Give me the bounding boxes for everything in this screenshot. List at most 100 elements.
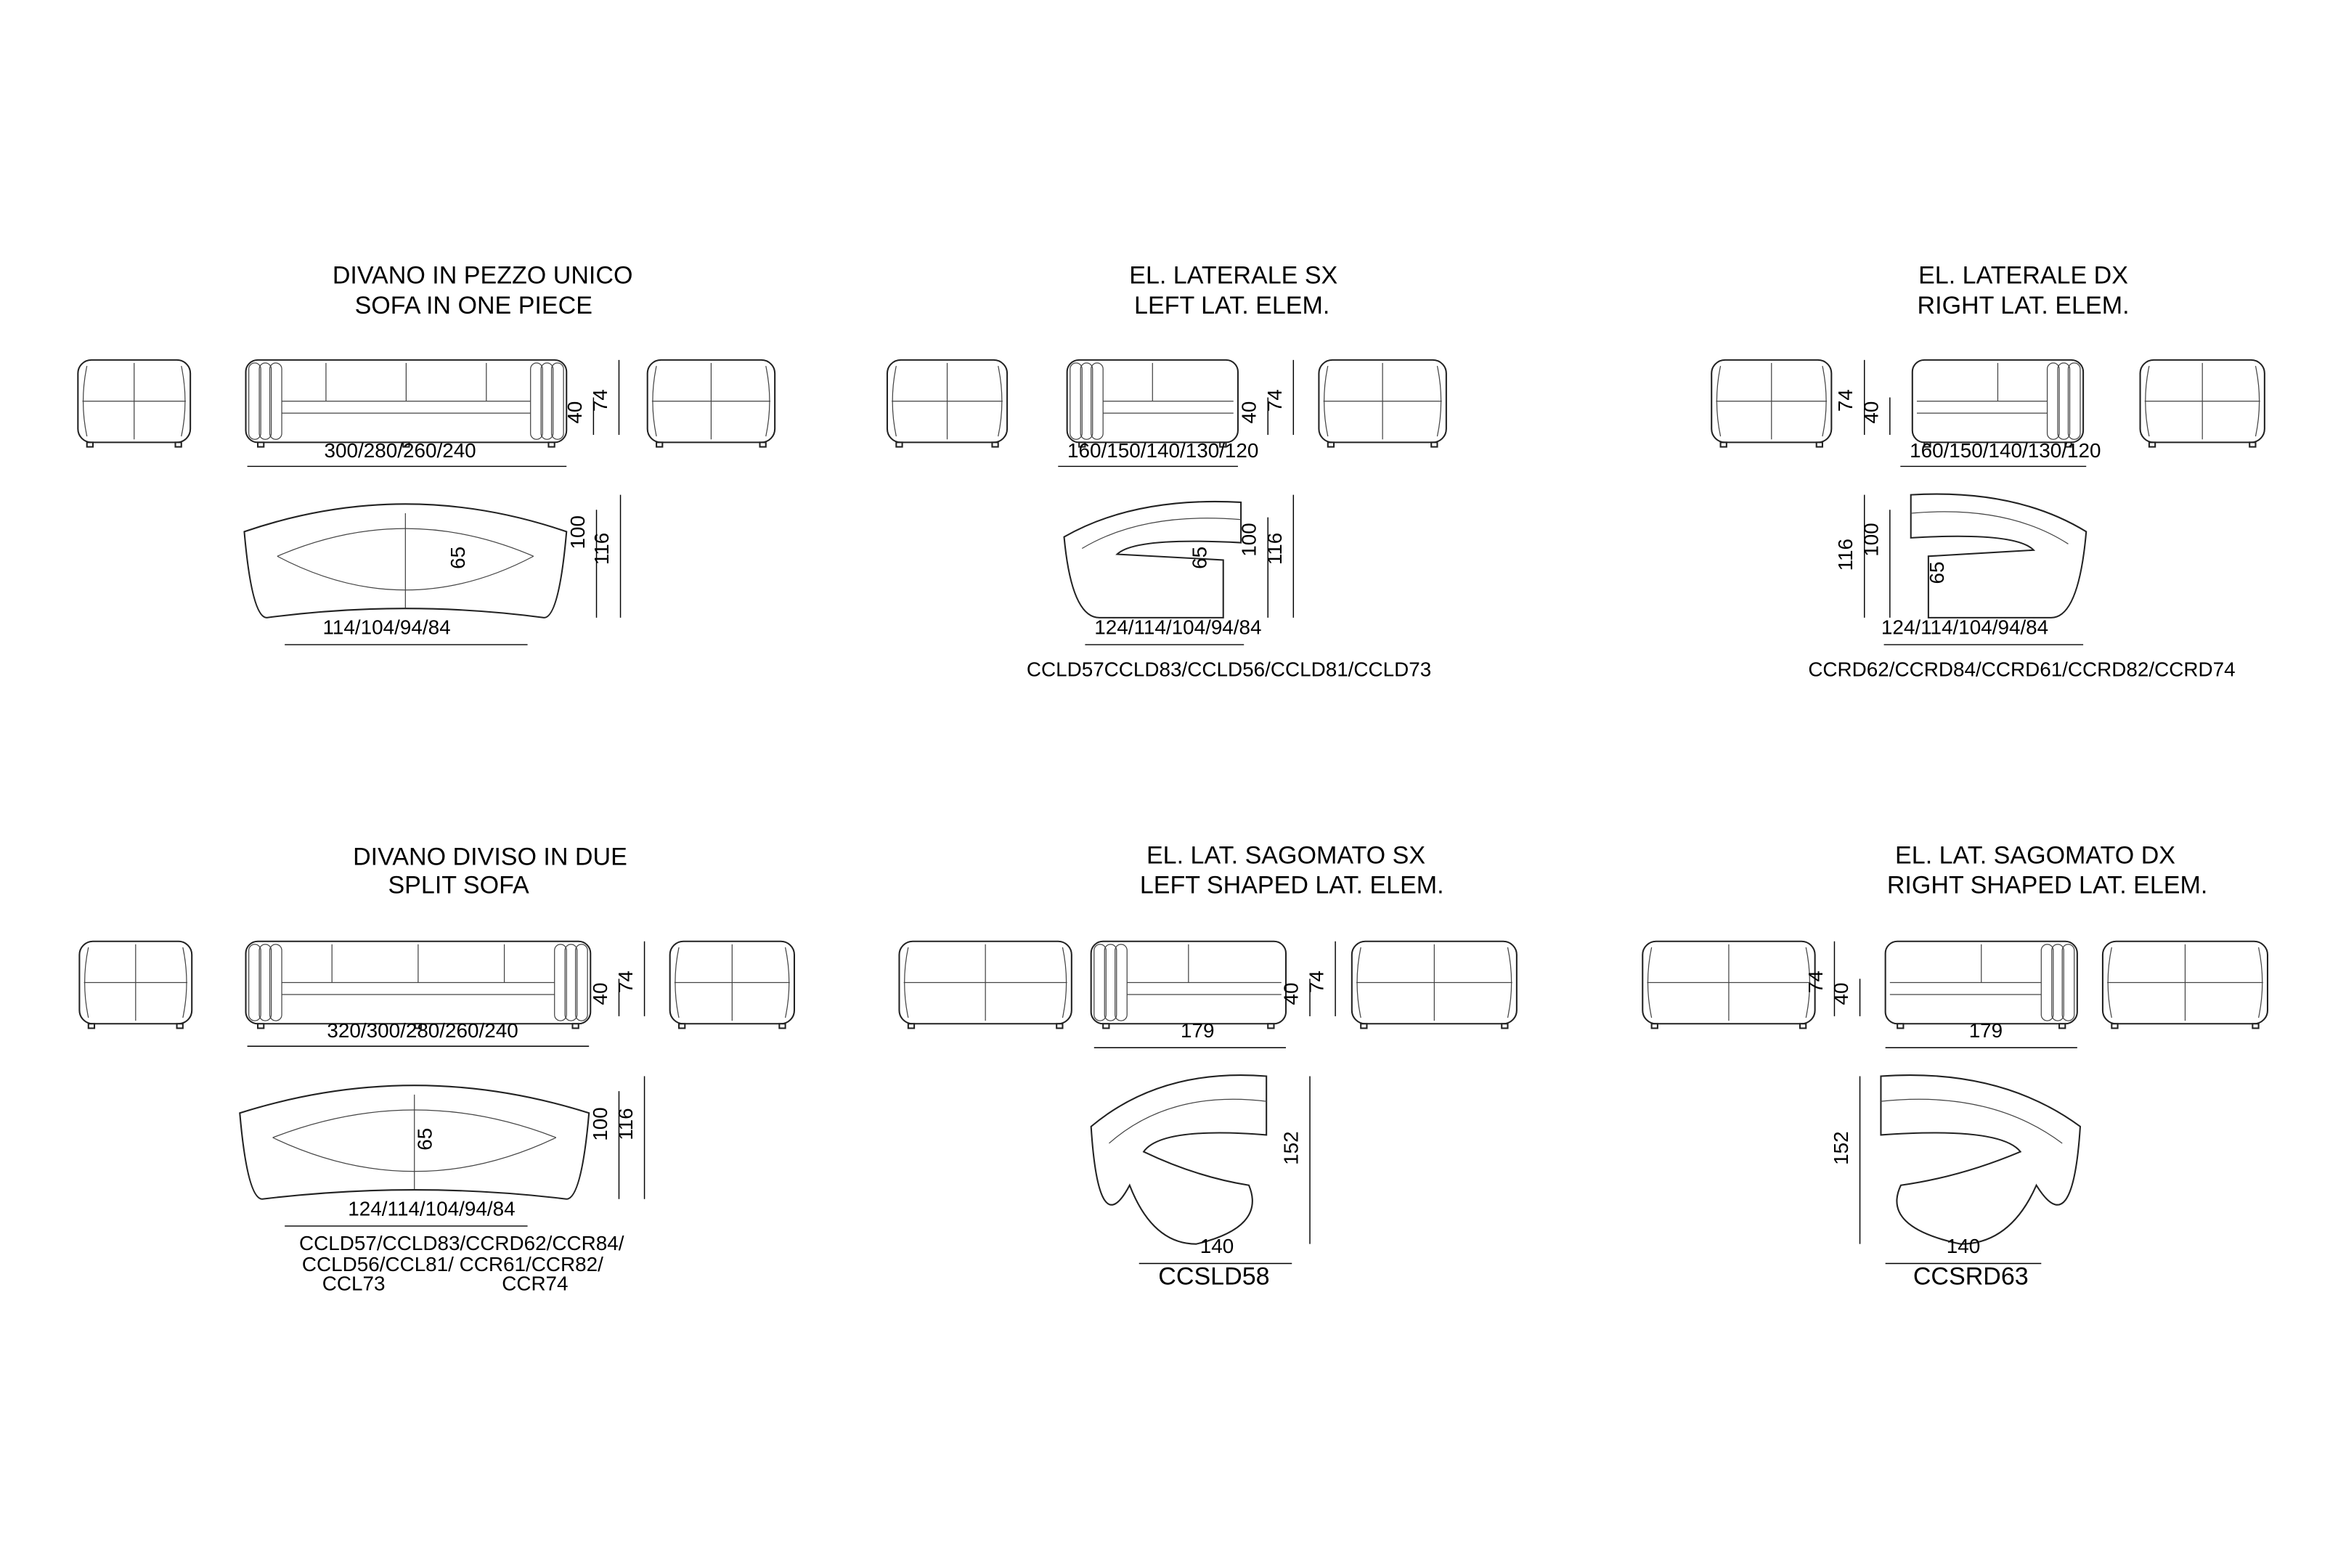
- foot: [2111, 1023, 2119, 1029]
- arm-roll: [269, 362, 282, 440]
- plan-view-outline: [1880, 1074, 2082, 1245]
- arm-roll: [554, 944, 567, 1021]
- foot: [895, 441, 903, 448]
- foot: [86, 441, 94, 448]
- foot: [1719, 441, 1727, 448]
- foot: [1219, 441, 1227, 448]
- plan-width-dimension: 140: [1947, 1235, 1980, 1257]
- product-code: CCSRD63: [1913, 1262, 2029, 1290]
- arm-roll: [1104, 944, 1117, 1021]
- total-height-dimension: 74: [1306, 971, 1328, 993]
- product-code: CCL73: [322, 1273, 386, 1295]
- foot: [256, 441, 265, 448]
- panel-title-english: SOFA IN ONE PIECE: [355, 292, 592, 319]
- panel-title-english: LEFT LAT. ELEM.: [1134, 292, 1329, 319]
- total-depth-dimension: 116: [614, 1108, 637, 1140]
- cushion-roll: [1436, 365, 1442, 437]
- foot: [174, 441, 182, 448]
- panel-title-italian: EL. LATERALE DX: [1918, 262, 2128, 290]
- foot: [2148, 441, 2156, 448]
- total-height-dimension: 74: [1263, 389, 1286, 412]
- seat-height-dimension: 40: [1860, 401, 1882, 424]
- backrest-inner-line: [1109, 1098, 1267, 1144]
- cushion-roll: [765, 365, 770, 437]
- foot: [1815, 441, 1823, 448]
- foot: [656, 441, 664, 448]
- plan-view-outline: [1063, 500, 1242, 618]
- plan-width-dimension: 114/104/94/84: [322, 616, 450, 639]
- product-code: CCLD57CCLD83/CCLD56/CCLD81/CCLD73: [1027, 658, 1431, 680]
- foot: [778, 1023, 786, 1029]
- backrest-inner-line: [1881, 1098, 2063, 1144]
- depth-dimension: 100: [1238, 523, 1260, 556]
- backrest-inner-line: [1910, 511, 2069, 544]
- foot: [2252, 1023, 2260, 1029]
- foot: [1327, 441, 1335, 448]
- cushion-roll: [182, 947, 187, 1018]
- backrest-inner-line: [1081, 518, 1242, 550]
- panel-title-italian: EL. LAT. SAGOMATO DX: [1895, 841, 2175, 869]
- cushion-roll: [1822, 365, 1827, 437]
- foot: [1923, 441, 1931, 448]
- plan-width-dimension: 124/114/104/94/84: [1881, 616, 2048, 639]
- product-code: CCLD56/CCL81/ CCR61/CCR82/: [302, 1253, 603, 1275]
- product-code: CCRD62/CCRD84/CCRD61/CCRD82/CCRD74: [1808, 658, 2235, 680]
- arm-roll: [540, 362, 554, 440]
- panel-title-italian: DIVANO IN PEZZO UNICO: [333, 262, 633, 290]
- cushion-roll: [2145, 365, 2150, 437]
- plan-width-dimension: 124/114/104/94/84: [1094, 616, 1261, 639]
- width-dimension: 160/150/140/130/120: [1910, 439, 2101, 462]
- cushion-roll: [1647, 947, 1653, 1018]
- cushion-roll: [181, 365, 186, 437]
- cushion-roll: [2257, 947, 2263, 1018]
- panel-title-english: SPLIT SOFA: [388, 872, 529, 899]
- arm-roll: [1070, 362, 1083, 440]
- cushion-roll: [784, 947, 790, 1018]
- panel-title-english: RIGHT LAT. ELEM.: [1918, 292, 2130, 319]
- foot: [1056, 1023, 1064, 1029]
- cushion-roll: [1324, 365, 1329, 437]
- foot: [547, 441, 555, 448]
- arm-roll: [258, 944, 272, 1021]
- total-height-dimension: 74: [614, 971, 637, 993]
- seat-height-dimension: 40: [1830, 982, 1852, 1005]
- total-depth-dimension: 152: [1280, 1131, 1303, 1164]
- foot: [1430, 441, 1438, 448]
- foot: [402, 441, 410, 448]
- panel-title-italian: EL. LAT. SAGOMATO SX: [1146, 841, 1425, 869]
- width-dimension: 179: [1969, 1019, 2003, 1042]
- seat-height-dimension: 40: [589, 982, 611, 1005]
- arm-roll: [258, 362, 272, 440]
- arm-roll: [1091, 362, 1104, 440]
- width-dimension: 179: [1181, 1019, 1214, 1042]
- arm-roll: [2046, 362, 2060, 440]
- foot: [1078, 441, 1086, 448]
- foot: [414, 1023, 423, 1029]
- cushion-roll: [892, 365, 897, 437]
- arm-roll: [550, 362, 564, 440]
- arm-roll: [248, 944, 261, 1021]
- cushion-roll: [904, 947, 909, 1018]
- seat-height-dimension: 40: [1238, 401, 1260, 424]
- cushion-roll: [675, 947, 680, 1018]
- cushion-roll: [1507, 947, 1512, 1018]
- plan-width-dimension: 124/114/104/94/84: [348, 1197, 515, 1220]
- foot: [1799, 1023, 1807, 1029]
- product-code: CCR74: [502, 1273, 568, 1295]
- width-dimension: 160/150/140/130/120: [1067, 439, 1258, 462]
- panel-title-english: LEFT SHAPED LAT. ELEM.: [1140, 872, 1444, 899]
- total-depth-dimension: 116: [590, 533, 613, 565]
- seat-depth-dimension: 65: [1189, 547, 1211, 569]
- cushion-roll: [652, 365, 657, 437]
- cushion-roll: [1716, 365, 1722, 437]
- cushion-roll: [84, 947, 89, 1018]
- cushion-roll: [1062, 947, 1067, 1018]
- foot: [2058, 1023, 2066, 1029]
- panel-title-italian: DIVANO DIVISO IN DUE: [353, 843, 627, 870]
- foot: [1501, 1023, 1509, 1029]
- cushion-roll: [2107, 947, 2112, 1018]
